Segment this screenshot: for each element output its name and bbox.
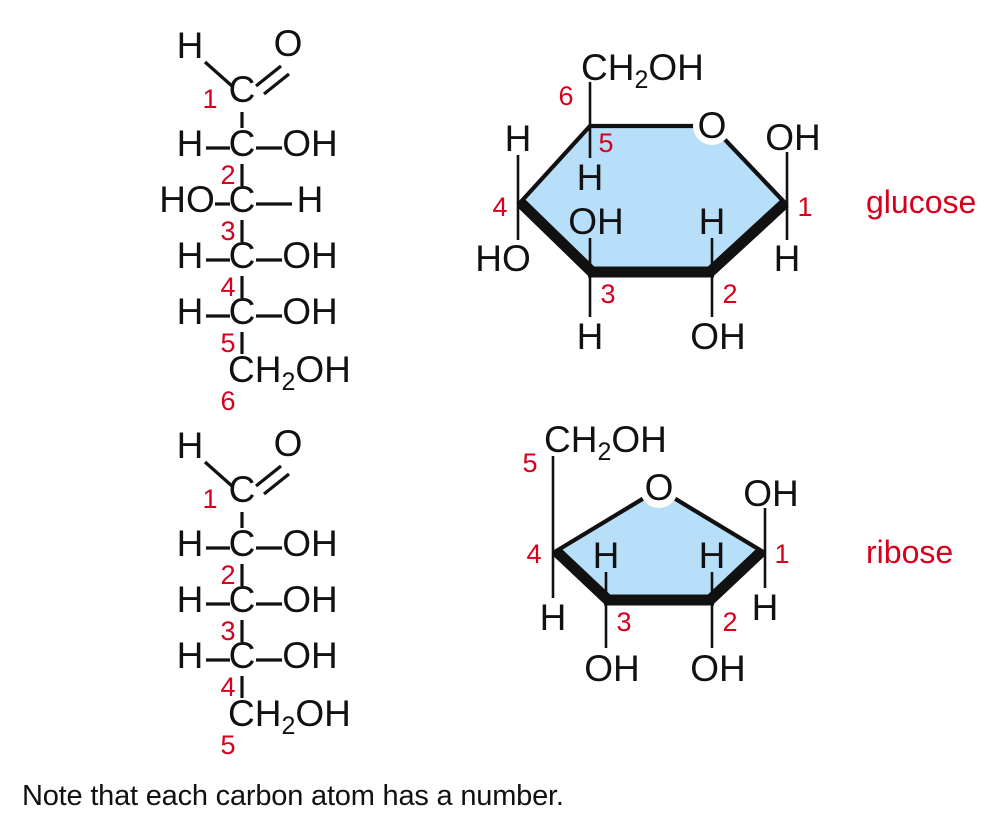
glucose-c4-left-label: H [177, 235, 204, 276]
ribose-ring-c2-up-label: H [699, 535, 726, 576]
ribose-open-chain: H O C 1 H C OH 2 H C OH 3 H C OH 4 CH2OH… [177, 423, 351, 760]
ribose-ring-c1-up-label: OH [743, 473, 799, 514]
glucose-c2-label: C [229, 123, 256, 164]
glucose-open-chain: H O C 1 H C OH 2 HO C H 3 H C OH 4 H C [159, 23, 351, 416]
glucose-ring-front-right-bond [706, 198, 789, 277]
ribose-ring-c5-label: CH2OH [544, 419, 667, 466]
ribose-ring-c2-number: 2 [722, 607, 737, 637]
glucose-c1-o-double-bond-b [263, 72, 290, 96]
glucose-ring-c1-up-label: OH [765, 117, 821, 158]
glucose-c3-left-label: HO [159, 179, 215, 220]
glucose-c2-right-label: OH [282, 123, 338, 164]
glucose-ring-c2-up-label: H [699, 201, 726, 242]
glucose-c4-number: 4 [220, 272, 235, 302]
glucose-c4-right-label: OH [282, 235, 338, 276]
ribose-ring-c4-down-label: H [540, 597, 567, 638]
glucose-ring-c1-number: 1 [797, 192, 812, 222]
glucose-ring-c3-down-label: H [577, 316, 604, 357]
ribose-c3-left-label: H [177, 579, 204, 620]
glucose-c1-number: 1 [202, 84, 217, 114]
glucose-c5-label: C [229, 291, 256, 332]
ribose-ring-c3-down-label: OH [584, 648, 640, 689]
ribose-ring-c3-number: 3 [616, 607, 631, 637]
glucose-c5-left-label: H [177, 291, 204, 332]
ribose-c2-number: 2 [220, 560, 235, 590]
ribose-ring-c5-number: 5 [522, 448, 537, 478]
ribose-c4-number: 4 [220, 672, 235, 702]
ribose-c2-left-label: H [177, 523, 204, 564]
glucose-ring-c6-number: 6 [558, 81, 573, 111]
ribose-ring-c1-number: 1 [774, 539, 789, 569]
ribose-ring-c1-down-label: H [752, 587, 779, 628]
glucose-ring-c4-down-label: HO [475, 238, 531, 279]
ribose-c1-label: C [229, 469, 256, 510]
ribose-c3-label: C [229, 579, 256, 620]
figure-caption: Note that each carbon atom has a number. [22, 780, 564, 812]
ribose-ring-front-left-bond [552, 546, 612, 605]
ribose-c5-label: CH2OH [228, 693, 351, 740]
glucose-c2-left-label: H [177, 123, 204, 164]
glucose-c1-o-double-bond-a [255, 64, 282, 88]
glucose-ring-c3-number: 3 [600, 279, 615, 309]
ribose-c2-label: C [229, 523, 256, 564]
glucose-c1-o-label: O [274, 23, 303, 64]
ribose-ring-oxygen-gap [640, 470, 678, 508]
glucose-ring-c5-down-label: H [577, 157, 604, 198]
glucose-ring-c4-up-label: H [505, 118, 532, 159]
ribose-ring-c2-down-label: OH [690, 648, 746, 689]
ribose-c3-right-label: OH [282, 579, 338, 620]
glucose-ring-c4-number: 4 [492, 192, 507, 222]
glucose-c3-number: 3 [220, 216, 235, 246]
glucose-ring-c2-number: 2 [722, 279, 737, 309]
ribose-haworth-ring: O OH H 1 H OH 2 H OH 3 CH2OH 5 H 4 [522, 419, 798, 689]
ribose-c4-label: C [229, 635, 256, 676]
ribose-ring-c3-up-label: H [593, 535, 620, 576]
glucose-c6-number: 6 [220, 386, 235, 416]
ribose-c3-number: 3 [220, 616, 235, 646]
glucose-ring-fill [518, 126, 787, 277]
ribose-c1-o-label: O [274, 423, 303, 464]
ribose-c1-h-bond [203, 460, 234, 488]
ribose-ring-front-right-bond [706, 546, 766, 605]
ribose-c5-number: 5 [220, 730, 235, 760]
glucose-ring-c3-up-label: OH [568, 201, 624, 242]
glucose-haworth-ring: O OH H 1 H OH 2 OH H 3 H HO 4 CH2OH 6 H … [475, 47, 821, 357]
glucose-c1-h-label: H [177, 25, 204, 66]
ribose-c2-right-label: OH [282, 523, 338, 564]
glucose-ring-front-left-bond [517, 199, 596, 276]
glucose-c1-h-bond [203, 60, 234, 88]
glucose-ring-oxygen-label: O [698, 105, 727, 146]
glucose-c1-label: C [229, 69, 256, 110]
glucose-c6-label: CH2OH [228, 349, 351, 396]
glucose-ring-oxygen-gap [693, 107, 731, 145]
ribose-molecule-label: ribose [866, 534, 953, 570]
glucose-ring-c2-down-label: OH [690, 316, 746, 357]
glucose-c4-label: C [229, 235, 256, 276]
glucose-c5-number: 5 [220, 328, 235, 358]
glucose-c3-right-label: H [297, 179, 324, 220]
ribose-ring-oxygen-label: O [645, 467, 674, 508]
ribose-c4-right-label: OH [282, 635, 338, 676]
ribose-c1-o-double-bond-b [263, 472, 290, 496]
glucose-ring-c5-number: 5 [598, 128, 613, 158]
glucose-c2-number: 2 [220, 160, 235, 190]
glucose-c3-label: C [229, 179, 256, 220]
ribose-ring-c4-number: 4 [526, 539, 541, 569]
glucose-molecule-label: glucose [866, 184, 976, 220]
glucose-ring-c6-label: CH2OH [581, 47, 704, 94]
glucose-c5-right-label: OH [282, 291, 338, 332]
ribose-c4-left-label: H [177, 635, 204, 676]
ribose-c1-number: 1 [202, 484, 217, 514]
ribose-c1-o-double-bond-a [255, 464, 282, 488]
glucose-ring-c1-down-label: H [774, 238, 801, 279]
ribose-c1-h-label: H [177, 425, 204, 466]
